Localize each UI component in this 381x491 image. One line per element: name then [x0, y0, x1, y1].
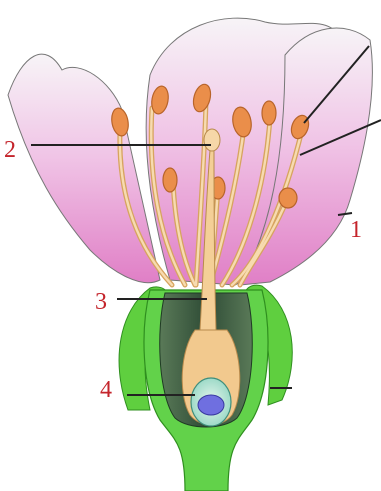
anther-9 [279, 188, 297, 208]
anther-7 [163, 168, 177, 192]
label-2: 2 [4, 137, 16, 163]
petal-left [8, 54, 160, 282]
ovule [191, 378, 231, 426]
anther-5 [262, 101, 276, 125]
stigma [204, 129, 220, 151]
petals [8, 18, 372, 285]
nucleus [198, 395, 224, 415]
label-4: 4 [100, 377, 112, 403]
label-3: 3 [95, 289, 107, 315]
label-1: 1 [350, 217, 362, 243]
